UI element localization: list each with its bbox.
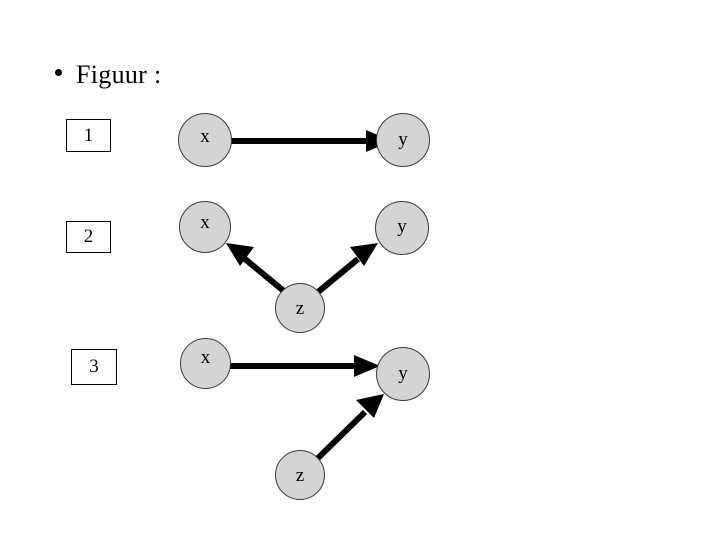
graph-node-label: y — [398, 129, 408, 150]
row-number-label-2: 2 — [83, 226, 94, 247]
graph-node-row2-z[interactable]: z — [275, 283, 325, 333]
graph-node-row3-z[interactable]: z — [275, 450, 325, 500]
graph-node-label: x — [200, 126, 210, 147]
bullet-icon — [55, 69, 62, 76]
edge-row3-x-to-y — [229, 355, 380, 377]
edge-row2-z-to-y — [316, 243, 378, 295]
title-label: Figuur : — [76, 60, 162, 89]
graph-node-row3-y[interactable]: y — [376, 347, 430, 401]
graph-node-row3-x[interactable]: x — [180, 338, 231, 389]
graph-node-row2-x[interactable]: x — [179, 201, 231, 253]
graph-node-label: z — [295, 298, 305, 319]
graph-node-row1-y[interactable]: y — [376, 113, 430, 167]
edge-row1-x-to-y — [231, 130, 392, 152]
graph-node-label: z — [295, 465, 305, 486]
row-number-label-3: 3 — [89, 356, 99, 377]
edge-row3-z-to-y — [313, 394, 384, 463]
graph-node-label: x — [200, 212, 210, 233]
graph-node-row1-x[interactable]: x — [178, 113, 232, 167]
graph-node-label: x — [200, 346, 211, 368]
graph-node-row2-y[interactable]: y — [375, 201, 429, 255]
row-number-label-1: 1 — [83, 124, 94, 146]
row-number-box-1: 1 — [66, 119, 111, 152]
graph-node-label: y — [397, 216, 407, 237]
row-number-box-2: 2 — [66, 221, 111, 253]
graph-node-label: y — [398, 363, 408, 384]
edge-row2-z-to-x — [226, 243, 287, 295]
page-title: Figuur : — [55, 62, 161, 88]
row-number-box-3: 3 — [71, 349, 117, 385]
